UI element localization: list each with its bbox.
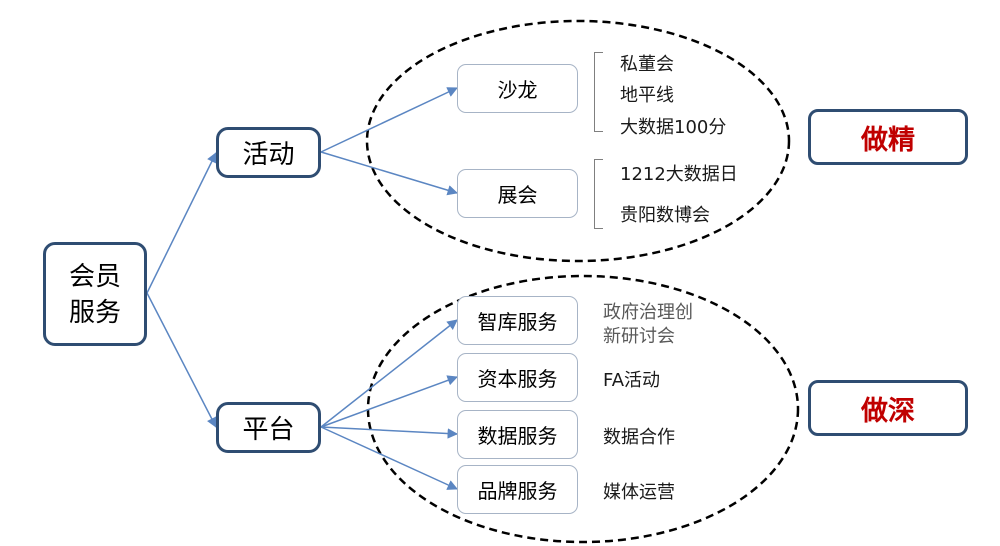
- root-node-member-service: 会员 服务: [43, 242, 147, 346]
- activity-dashed-ellipse: [365, 19, 791, 263]
- data-service-label: 数据服务: [477, 424, 558, 448]
- node-salon: 沙龙: [457, 64, 578, 113]
- data-service-detail: 数据合作: [603, 427, 675, 448]
- thinktank-label: 智库服务: [477, 310, 558, 334]
- branch-activity-label: 活动: [242, 140, 295, 170]
- branch-platform-label: 平台: [242, 415, 295, 445]
- arrow-platform-to-brand: [320, 426, 458, 490]
- root-label-line2: 服务: [68, 298, 121, 328]
- tag-deepen: 做深: [808, 380, 968, 436]
- salon-item-2: 地平线: [620, 85, 674, 106]
- expo-item-1: 1212大数据日: [620, 164, 738, 185]
- arrow-platform-to-thinktank: [320, 319, 458, 428]
- arrow-platform-to-data: [320, 426, 459, 439]
- platform-dashed-ellipse: [366, 274, 800, 544]
- node-capital-service: 资本服务: [457, 353, 578, 402]
- arrow-platform-to-capital: [320, 375, 458, 428]
- salon-item-1: 私董会: [620, 54, 674, 75]
- expo-items-bracket: [594, 159, 605, 229]
- node-data-service: 数据服务: [457, 410, 578, 459]
- arrow-root-to-activity: [146, 152, 217, 294]
- capital-detail: FA活动: [603, 370, 661, 391]
- expo-item-2: 贵阳数博会: [620, 205, 710, 226]
- thinktank-detail-line1: 政府治理创: [603, 302, 693, 323]
- node-thinktank-service: 智库服务: [457, 296, 578, 345]
- root-label-line1: 会员: [68, 262, 121, 292]
- thinktank-detail-line2: 新研讨会: [603, 326, 675, 347]
- arrow-activity-to-salon: [320, 87, 458, 153]
- node-brand-service: 品牌服务: [457, 465, 578, 514]
- branch-node-platform: 平台: [216, 402, 321, 453]
- branch-node-activity: 活动: [216, 127, 321, 178]
- salon-label: 沙龙: [497, 78, 538, 102]
- salon-items-bracket: [594, 52, 605, 132]
- salon-item-3: 大数据100分: [620, 117, 727, 138]
- tag-refine: 做精: [808, 109, 968, 165]
- brand-label: 品牌服务: [477, 479, 558, 503]
- brand-detail: 媒体运营: [603, 482, 675, 503]
- node-expo: 展会: [457, 169, 578, 218]
- arrow-root-to-platform: [146, 292, 217, 428]
- tag-deepen-label: 做深: [861, 395, 915, 427]
- arrow-activity-to-expo: [320, 151, 459, 196]
- tag-refine-label: 做精: [861, 124, 915, 156]
- capital-label: 资本服务: [477, 367, 558, 391]
- expo-label: 展会: [497, 183, 538, 207]
